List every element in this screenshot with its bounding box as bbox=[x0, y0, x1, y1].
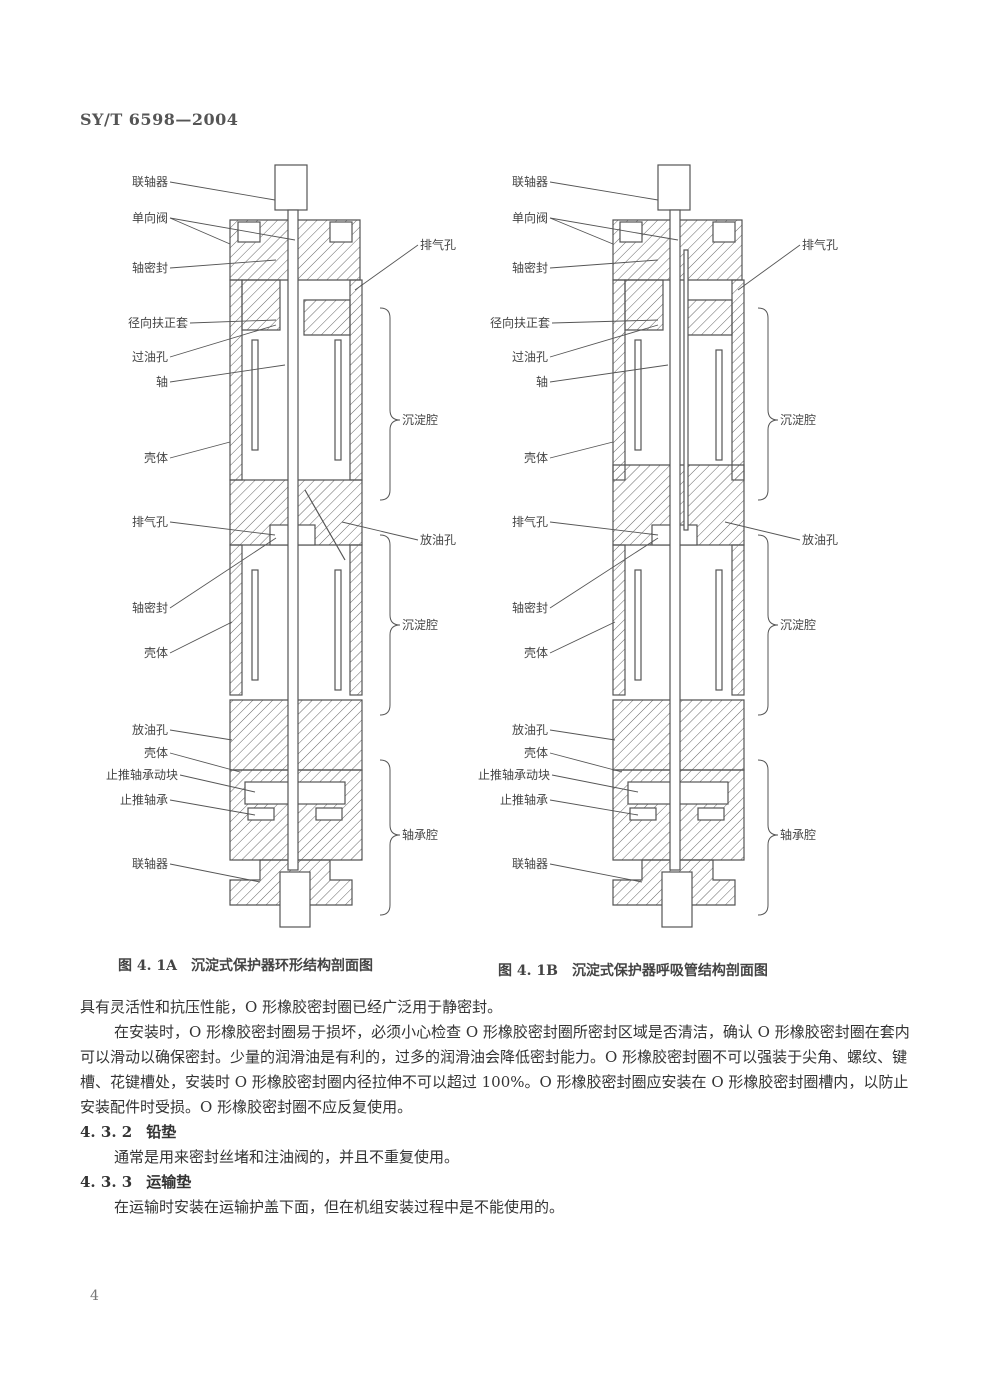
label: 壳体 bbox=[144, 646, 168, 660]
figure-4-1a-caption: 图 4. 1A 沉淀式保护器环形结构剖面图 bbox=[118, 955, 373, 975]
section-title: 运输垫 bbox=[146, 1173, 192, 1191]
label: 轴密封 bbox=[132, 260, 168, 275]
housing-body bbox=[612, 164, 745, 928]
label: 过油孔 bbox=[132, 350, 168, 364]
figure-b-left-labels: 联轴器 单向阀 轴密封 径向扶正套 过油孔 轴 壳体 排气孔 轴密封 壳体 放油… bbox=[478, 174, 550, 871]
housing-body bbox=[229, 164, 363, 928]
paragraph: 通常是用来密封丝堵和注油阀的，并且不重复使用。 bbox=[114, 1148, 460, 1166]
label: 单向阀 bbox=[132, 210, 168, 225]
section-title: 铅垫 bbox=[146, 1123, 177, 1141]
label: 轴密封 bbox=[512, 600, 548, 615]
label: 壳体 bbox=[144, 746, 168, 760]
label: 放油孔 bbox=[512, 722, 548, 737]
paragraph: 在安装时，O 形橡胶密封圈易于损坏，必须小心检查 O 形橡胶密封圈所密封区域是否… bbox=[80, 1023, 910, 1116]
body-text: 具有灵活性和抗压性能，O 形橡胶密封圈已经广泛用于静密封。 在安装时，O 形橡胶… bbox=[80, 995, 910, 1220]
label: 联轴器 bbox=[512, 856, 548, 871]
label: 止推轴承 bbox=[500, 792, 548, 807]
label: 径向扶正套 bbox=[490, 315, 550, 330]
label: 壳体 bbox=[524, 451, 548, 465]
label: 径向扶正套 bbox=[128, 315, 188, 330]
label: 轴 bbox=[156, 374, 168, 389]
label: 沉淀腔 bbox=[780, 617, 816, 632]
figure-4-1b-caption: 图 4. 1B 沉淀式保护器呼吸管结构剖面图 bbox=[498, 960, 768, 980]
label: 壳体 bbox=[524, 646, 548, 660]
label: 排气孔 bbox=[132, 514, 168, 529]
page-number: 4 bbox=[90, 1288, 99, 1304]
figure-4-1b-diagram: 联轴器 单向阀 轴密封 径向扶正套 过油孔 轴 壳体 排气孔 轴密封 壳体 放油… bbox=[478, 164, 838, 928]
caption-number: 图 4. 1A bbox=[118, 958, 177, 974]
label: 止推轴承动块 bbox=[106, 767, 178, 782]
label: 止推轴承动块 bbox=[478, 767, 550, 782]
label: 轴密封 bbox=[512, 260, 548, 275]
label: 放油孔 bbox=[420, 532, 456, 547]
label: 轴密封 bbox=[132, 600, 168, 615]
label: 排气孔 bbox=[512, 514, 548, 529]
caption-title: 沉淀式保护器环形结构剖面图 bbox=[190, 958, 373, 974]
label: 排气孔 bbox=[802, 237, 838, 252]
section-number: 4. 3. 2 bbox=[80, 1123, 133, 1141]
label: 壳体 bbox=[144, 451, 168, 465]
label: 轴承腔 bbox=[780, 827, 816, 842]
label: 联轴器 bbox=[132, 856, 168, 871]
section-heading: 4. 3. 3 运输垫 bbox=[80, 1170, 910, 1195]
label: 放油孔 bbox=[132, 722, 168, 737]
label: 沉淀腔 bbox=[402, 412, 438, 427]
label: 单向阀 bbox=[512, 210, 548, 225]
label: 联轴器 bbox=[132, 174, 168, 189]
caption-number: 图 4. 1B bbox=[498, 963, 558, 979]
section-number: 4. 3. 3 bbox=[80, 1173, 133, 1191]
label: 沉淀腔 bbox=[402, 617, 438, 632]
label: 放油孔 bbox=[802, 532, 838, 547]
label: 止推轴承 bbox=[120, 792, 168, 807]
figure-a-right-labels: 排气孔 沉淀腔 放油孔 沉淀腔 轴承腔 bbox=[402, 237, 456, 842]
figure-a-left-labels: 联轴器 单向阀 轴密封 径向扶正套 过油孔 轴 壳体 排气孔 轴密封 壳体 放油… bbox=[106, 174, 188, 871]
label: 过油孔 bbox=[512, 350, 548, 364]
label: 联轴器 bbox=[512, 174, 548, 189]
figure-4-1a-diagram: 联轴器 单向阀 轴密封 径向扶正套 过油孔 轴 壳体 排气孔 轴密封 壳体 放油… bbox=[106, 164, 456, 928]
caption-title: 沉淀式保护器呼吸管结构剖面图 bbox=[571, 963, 768, 979]
label: 轴 bbox=[536, 374, 548, 389]
label: 轴承腔 bbox=[402, 827, 438, 842]
label: 壳体 bbox=[524, 746, 548, 760]
label: 排气孔 bbox=[420, 237, 456, 252]
standard-code: SY/T 6598—2004 bbox=[80, 110, 239, 129]
section-heading: 4. 3. 2 铅垫 bbox=[80, 1120, 910, 1145]
label: 沉淀腔 bbox=[780, 412, 816, 427]
paragraph: 具有灵活性和抗压性能，O 形橡胶密封圈已经广泛用于静密封。 bbox=[80, 998, 503, 1016]
figure-b-right-labels: 排气孔 沉淀腔 放油孔 沉淀腔 轴承腔 bbox=[780, 237, 838, 842]
paragraph: 在运输时安装在运输护盖下面，但在机组安装过程中是不能使用的。 bbox=[114, 1198, 565, 1216]
